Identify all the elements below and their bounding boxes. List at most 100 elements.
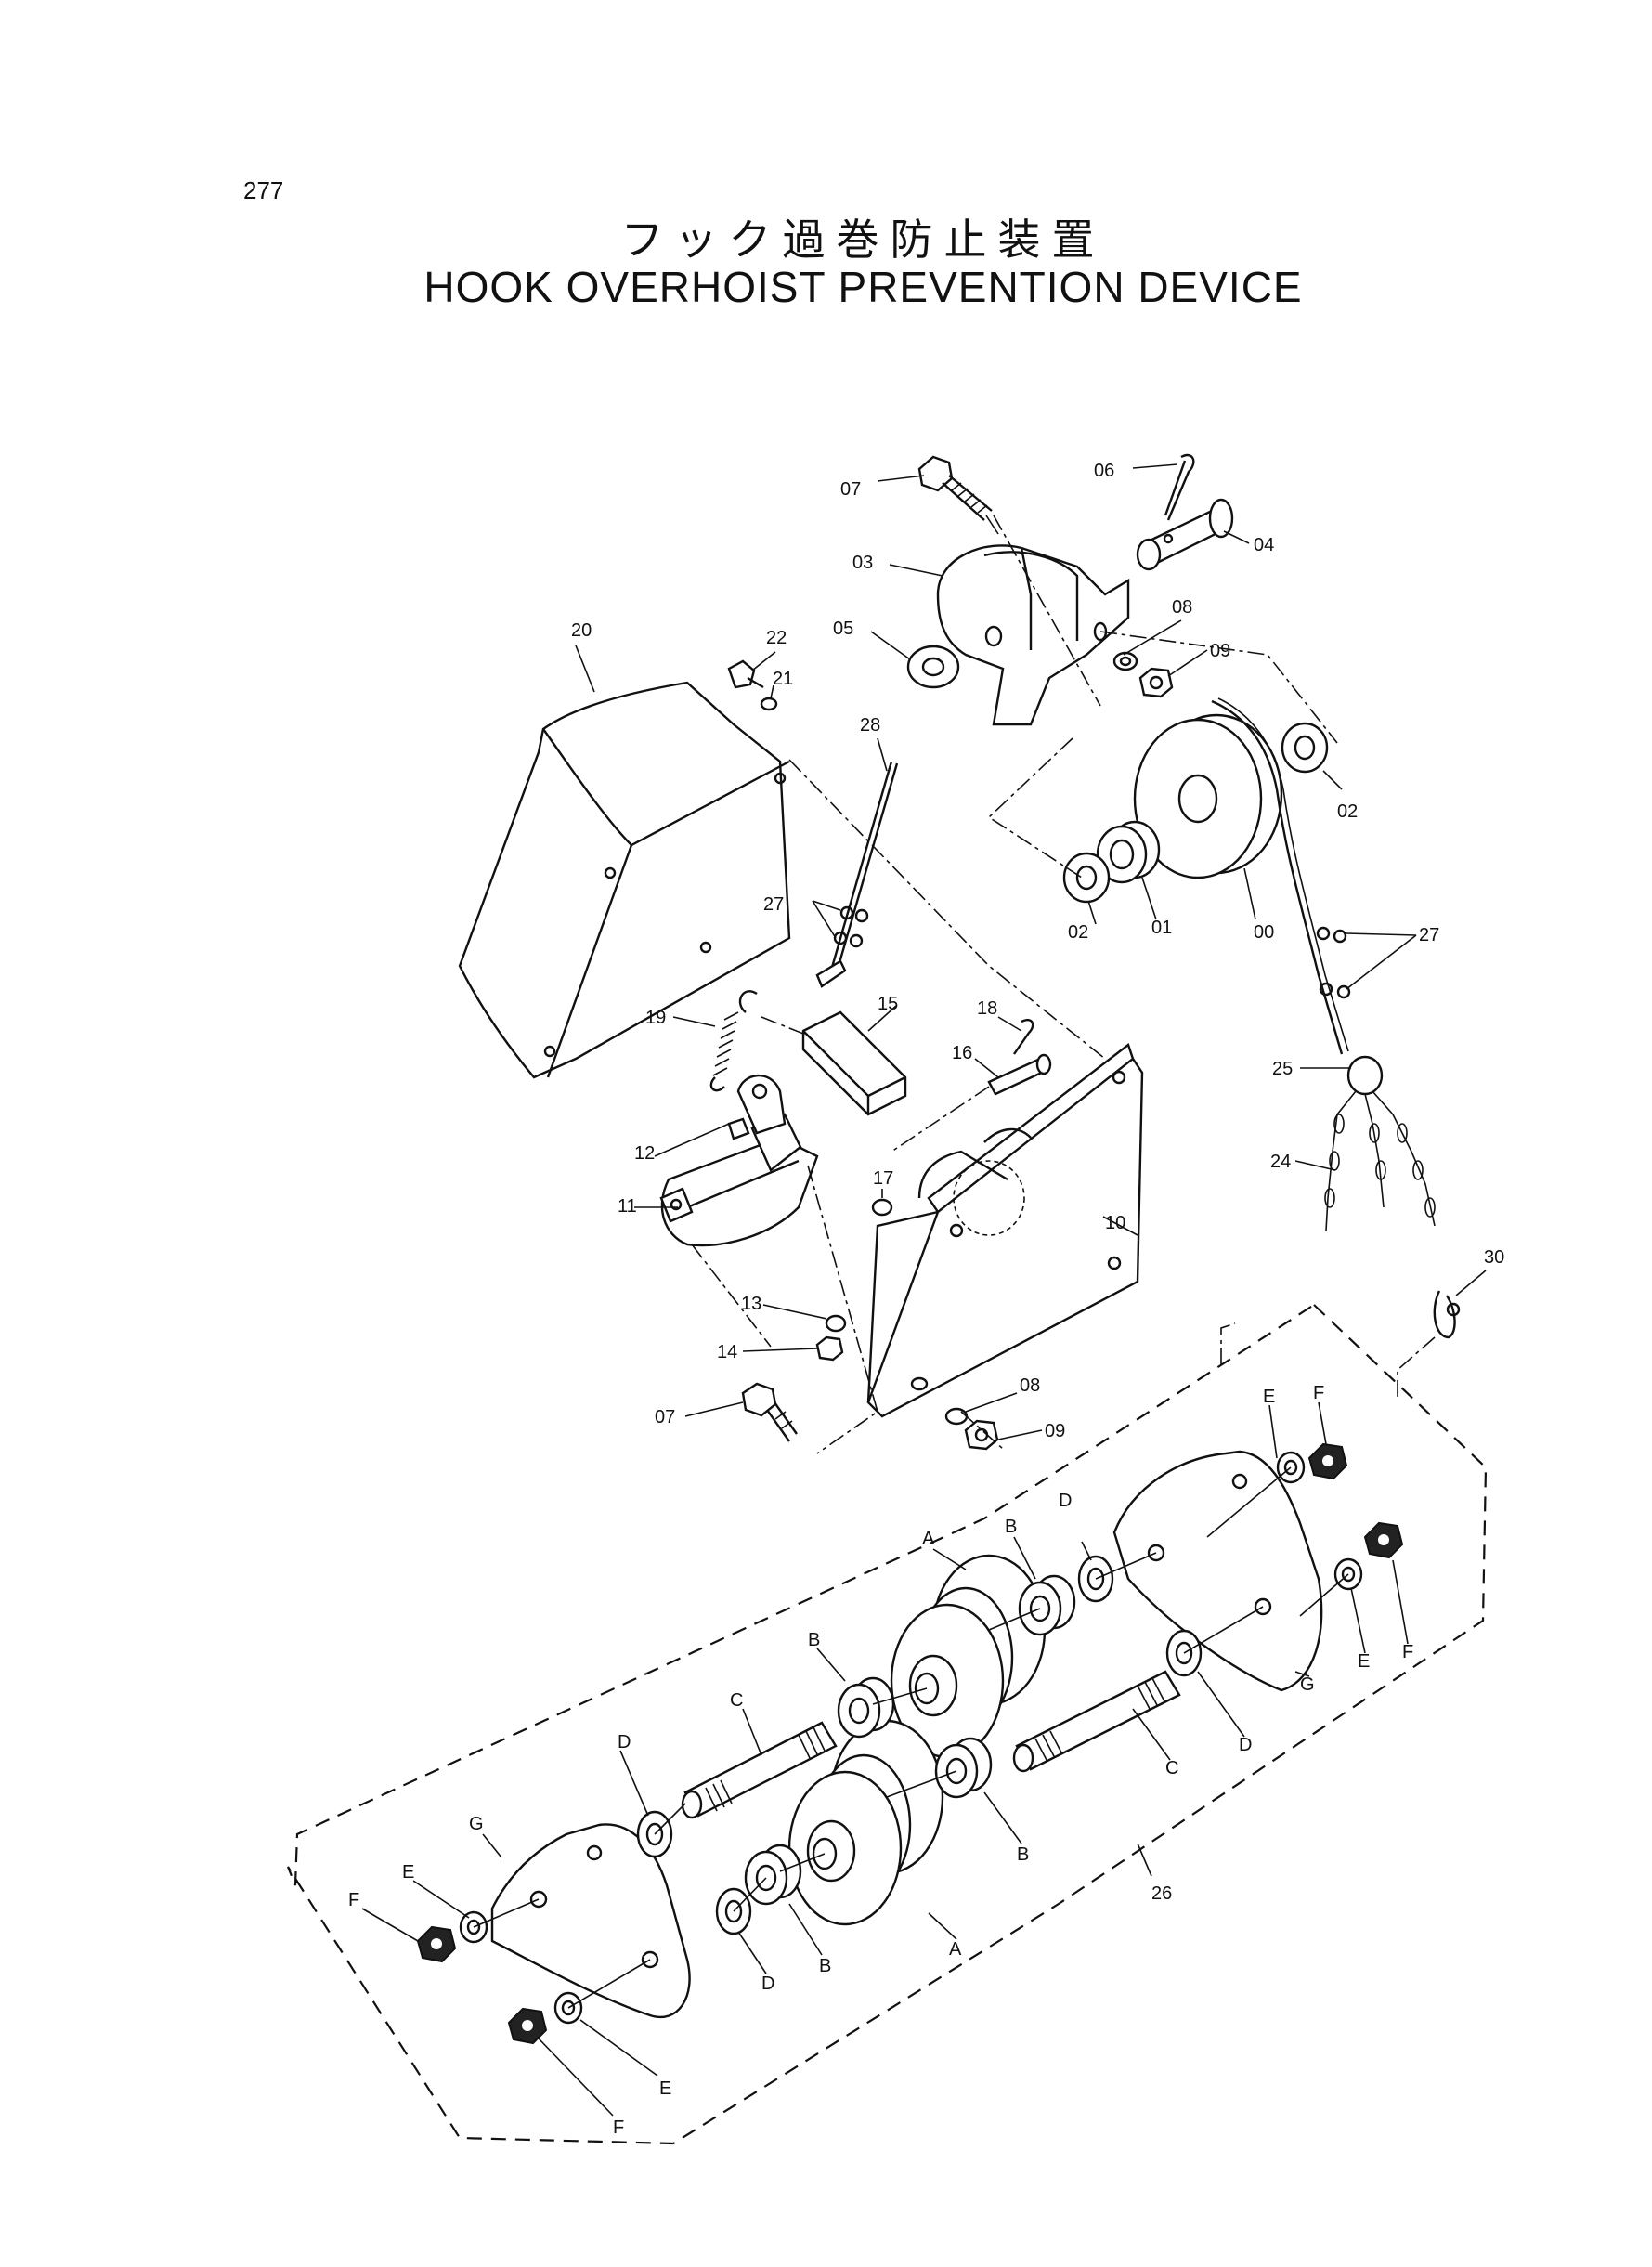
label-D-bottom: D [761,1974,774,1994]
label-27-left: 27 [763,894,784,915]
label-21: 21 [773,669,793,689]
washer-08-top [1112,651,1138,671]
part-number-labels: 07 06 04 03 05 08 09 20 22 21 28 02 02 0… [571,461,1504,1904]
label-07-bottom: 07 [655,1407,675,1427]
label-09-bottom: 09 [1045,1421,1065,1441]
washer-08-bottom [944,1407,969,1426]
label-30: 30 [1484,1247,1504,1268]
label-14: 14 [717,1342,737,1362]
label-E-top: E [1263,1387,1275,1407]
cover-20 [458,681,791,1079]
screw-12 [727,1117,750,1140]
label-08-bottom: 08 [1020,1375,1040,1396]
bolt-07-bottom [741,1382,798,1442]
page-number: 277 [243,176,284,204]
bolt-22 [727,659,764,689]
label-D-right: D [1239,1735,1252,1755]
label-19: 19 [645,1008,666,1028]
wire-rope [1211,699,1344,1055]
bushing-B-top [1018,1574,1076,1636]
assembly-26-axes [473,1466,1349,2009]
label-25: 25 [1272,1059,1293,1079]
label-C-left: C [730,1690,743,1711]
nut-F-top [1307,1442,1348,1480]
label-00: 00 [1254,922,1274,943]
label-05: 05 [833,619,853,639]
label-02-right: 02 [1337,801,1358,822]
spring-19 [709,990,758,1092]
label-B-top: B [1005,1517,1017,1537]
shackle-30 [1433,1290,1461,1339]
label-07-top: 07 [840,479,861,500]
label-02-left: 02 [1068,922,1088,943]
label-G-left: G [469,1814,484,1834]
label-26: 26 [1151,1883,1172,1904]
label-11: 11 [618,1196,637,1217]
base-plate-10 [866,1043,1144,1418]
title-japanese: フック過巻防止装置 [620,215,1106,265]
bushing-B-bottom [744,1844,802,1906]
label-A-top: A [922,1529,935,1549]
pin-16 [987,1053,1052,1096]
label-B-bottom: B [819,1956,831,1976]
washer-05 [906,645,960,689]
label-03: 03 [852,553,873,573]
shaft-C-left [681,1721,838,1819]
assembly-26-boundary [286,1304,1488,2145]
limit-switch-11 [659,1074,819,1247]
label-C-right: C [1165,1758,1178,1778]
label-E-right: E [1358,1651,1370,1672]
bolt-07-top [917,455,999,535]
cotter-pin-06 [1164,453,1195,521]
label-04: 04 [1254,535,1274,555]
label-D-left: D [618,1732,631,1752]
label-F-right: F [1402,1642,1413,1662]
label-13: 13 [741,1294,761,1314]
clips-27-right [1316,926,1351,999]
bushing-B-mid [837,1676,895,1739]
nut-09-bottom [964,1419,999,1451]
cotter-pin-18 [1013,1019,1034,1055]
label-15: 15 [878,994,898,1014]
label-28: 28 [860,715,880,736]
sub-part-labels: E F D B A E F B C G D C D G B E F A D B … [348,1383,1413,2138]
nut-F-bottom [507,2007,548,2045]
label-17: 17 [873,1168,893,1189]
label-27-right: 27 [1419,925,1439,945]
label-B-mid: B [808,1630,820,1650]
washer-02-right [1281,722,1329,774]
label-E-left: E [402,1862,414,1883]
label-08-top: 08 [1172,597,1192,618]
label-20: 20 [571,620,592,641]
label-G-right: G [1300,1674,1315,1695]
label-10: 10 [1105,1213,1125,1233]
nut-09-top [1138,667,1174,698]
label-E-bottom: E [659,2078,671,2099]
washer-17 [871,1198,893,1217]
clips-27-left [815,905,869,988]
label-09-top: 09 [1210,641,1230,661]
pin-04 [1136,498,1234,571]
sheave-00 [1133,713,1283,879]
washer-21 [760,697,778,711]
block-15 [801,1010,907,1116]
chain-24 [1324,1090,1436,1231]
label-22: 22 [766,628,787,648]
label-F-bottom: F [613,2117,624,2138]
label-06: 06 [1094,461,1114,481]
bracket-03 [936,544,1130,726]
nut-F-right [1363,1521,1404,1559]
leader-lines [361,463,1487,2117]
shaft-C-right [1012,1670,1181,1773]
label-F-left: F [348,1890,359,1910]
washer-02-left [1062,852,1111,904]
nut-14 [815,1335,844,1362]
centre-lines [691,515,1436,1454]
label-24: 24 [1270,1152,1291,1172]
bushing-01 [1096,820,1161,884]
label-B-right: B [1017,1844,1029,1865]
label-12: 12 [634,1143,655,1164]
title-english: HOOK OVERHOIST PREVENTION DEVICE [423,263,1303,311]
label-01: 01 [1151,918,1172,938]
